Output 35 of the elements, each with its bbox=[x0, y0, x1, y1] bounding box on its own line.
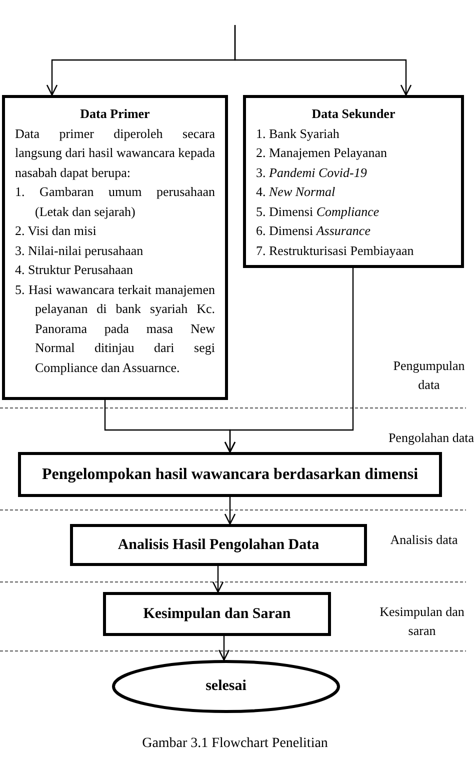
process-box bbox=[70, 524, 367, 566]
list-item: 2. Visi dan misi bbox=[15, 222, 98, 240]
stage-label: Pengolahan data bbox=[387, 429, 474, 447]
arrow bbox=[218, 636, 230, 661]
list-item: 1. Gambaran umum perusahaan (Letak dan sejarah) bbox=[15, 183, 215, 221]
stage-label: Pengumpulan data bbox=[392, 357, 466, 394]
step-label: Analisis Hasil Pengolahan Data bbox=[118, 536, 320, 555]
box-text: Data primer diperoleh secara langsung dari hasil wawancara kepada nasabah dapat berupa: bbox=[15, 124, 215, 182]
box-heading: Data Sekunder bbox=[310, 105, 396, 123]
list-item: 3. Nilai-nilai perusahaan bbox=[15, 242, 144, 260]
list-item: 2. Manajemen Pelayanan bbox=[256, 144, 388, 162]
list-item: 1. Bank Syariah bbox=[256, 124, 340, 143]
terminator-ellipse bbox=[112, 660, 340, 713]
arrow bbox=[234, 25, 412, 96]
box-heading: Data Primer bbox=[79, 105, 151, 123]
list-item: 5. Hasi wawancara terkait manajemen pelayanan di bank syariah Kc. Panorama pada masa New Normal ditinjau dari segi Compliance dan Assuarnce. bbox=[15, 280, 215, 377]
list-item: 7. Restrukturisasi Pembiayaan bbox=[256, 242, 415, 260]
stage-label: Kesimpulan dan saran bbox=[378, 603, 466, 640]
list-item: 6. Dimensi Assurance bbox=[256, 222, 372, 240]
arrow bbox=[212, 566, 224, 593]
process-box bbox=[243, 95, 464, 268]
process-box bbox=[18, 452, 442, 497]
list-item: 5. Dimensi Compliance bbox=[256, 202, 380, 221]
list-item: 3. Pandemi Covid-19 bbox=[256, 164, 368, 182]
arrow bbox=[224, 268, 354, 453]
terminator-label: selesai bbox=[206, 677, 246, 696]
arrow bbox=[224, 497, 236, 525]
step-label: Pengelompokan hasil wawancara berdasarkan dimensi bbox=[42, 464, 418, 484]
list-item: 4. New Normal bbox=[256, 183, 336, 201]
list-item: 4. Struktur Perusahaan bbox=[15, 261, 134, 279]
process-box bbox=[2, 95, 228, 400]
stage-label: Analisis data bbox=[389, 531, 459, 549]
process-box bbox=[103, 592, 331, 636]
step-label: Kesimpulan dan Saran bbox=[143, 604, 291, 624]
figure-caption: Gambar 3.1 Flowchart Penelitian bbox=[141, 735, 329, 753]
